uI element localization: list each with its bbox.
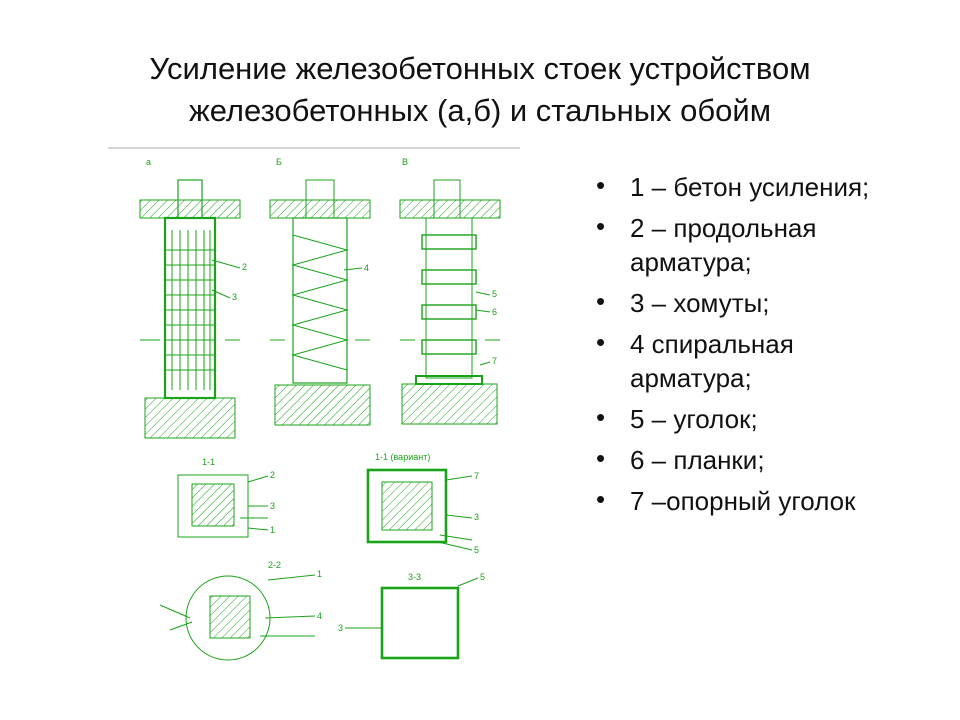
callout-3-s33: 3	[338, 623, 343, 633]
legend-text: 4 спиральная арматура;	[630, 329, 794, 393]
section-label-1-1-variant: 1-1 (вариант)	[375, 452, 430, 462]
legend-list: • 1 – бетон усиления; • 2 – продольная арм…	[592, 170, 912, 525]
section-1-1	[177, 474, 269, 538]
title-line-2: железобетонных (а,б) и стальных обойм	[188, 93, 772, 128]
callout-1-s11: 1	[270, 525, 275, 535]
reinforcement-drawing: а Б В 1-1 1-1 (вариант) 2-2 3-3 2 3 4 5 …	[108, 147, 520, 661]
elevation-label-a: а	[146, 157, 151, 167]
legend-item: • 1 – бетон усиления;	[592, 170, 912, 204]
elevation-a	[139, 179, 241, 439]
bullet-icon: •	[596, 443, 606, 473]
callout-3-s11: 3	[270, 501, 275, 511]
callout-7-s11v: 7	[474, 471, 479, 481]
legend-item: • 5 – уголок;	[592, 402, 912, 436]
bullet-icon: •	[596, 286, 606, 316]
title-line-1: Усиление железобетонных стоек устройство…	[149, 51, 811, 86]
callout-2-s11: 2	[270, 470, 275, 480]
legend-text: 3 – хомуты;	[630, 288, 770, 318]
callout-4-s22: 4	[317, 611, 322, 621]
legend-item: • 6 – планки;	[592, 443, 912, 477]
callout-5-v: 5	[492, 289, 497, 299]
callout-1-s22: 1	[317, 569, 322, 579]
elevation-label-v: В	[402, 157, 408, 167]
legend-text: 2 – продольная арматура;	[630, 213, 817, 277]
section-2-2	[159, 574, 316, 661]
bullet-icon: •	[596, 327, 606, 357]
callout-6-v: 6	[492, 307, 497, 317]
callout-2-a: 2	[242, 262, 247, 272]
callout-5-s11v: 5	[474, 545, 479, 555]
bullet-icon: •	[596, 170, 606, 200]
section-3-3	[345, 577, 479, 660]
elevation-v	[399, 179, 501, 425]
legend-item: • 4 спиральная арматура;	[592, 327, 912, 395]
callout-3-a: 3	[232, 292, 237, 302]
legend-item: • 2 – продольная арматура;	[592, 211, 912, 279]
callout-3-s11v: 3	[474, 512, 479, 522]
elevation-label-b: Б	[276, 157, 282, 167]
section-label-3-3: 3-3	[408, 572, 421, 582]
elevation-b	[269, 179, 371, 426]
bullet-icon: •	[596, 402, 606, 432]
bullet-icon: •	[596, 211, 606, 241]
legend-text: 7 –опорный уголок	[630, 486, 856, 516]
bullet-icon: •	[596, 484, 606, 514]
callout-5-s33: 5	[480, 572, 485, 582]
section-label-2-2: 2-2	[268, 560, 281, 570]
slide-title: Усиление железобетонных стоек устройство…	[40, 48, 920, 132]
callout-4-b: 4	[364, 263, 369, 273]
legend-item: • 7 –опорный уголок	[592, 484, 912, 518]
callout-7-v: 7	[492, 356, 497, 366]
legend-text: 5 – уголок;	[630, 404, 758, 434]
legend-item: • 3 – хомуты;	[592, 286, 912, 320]
legend-text: 6 – планки;	[630, 445, 765, 475]
legend-text: 1 – бетон усиления;	[630, 172, 870, 202]
section-1-1-variant	[366, 468, 473, 551]
section-label-1-1: 1-1	[202, 457, 215, 467]
